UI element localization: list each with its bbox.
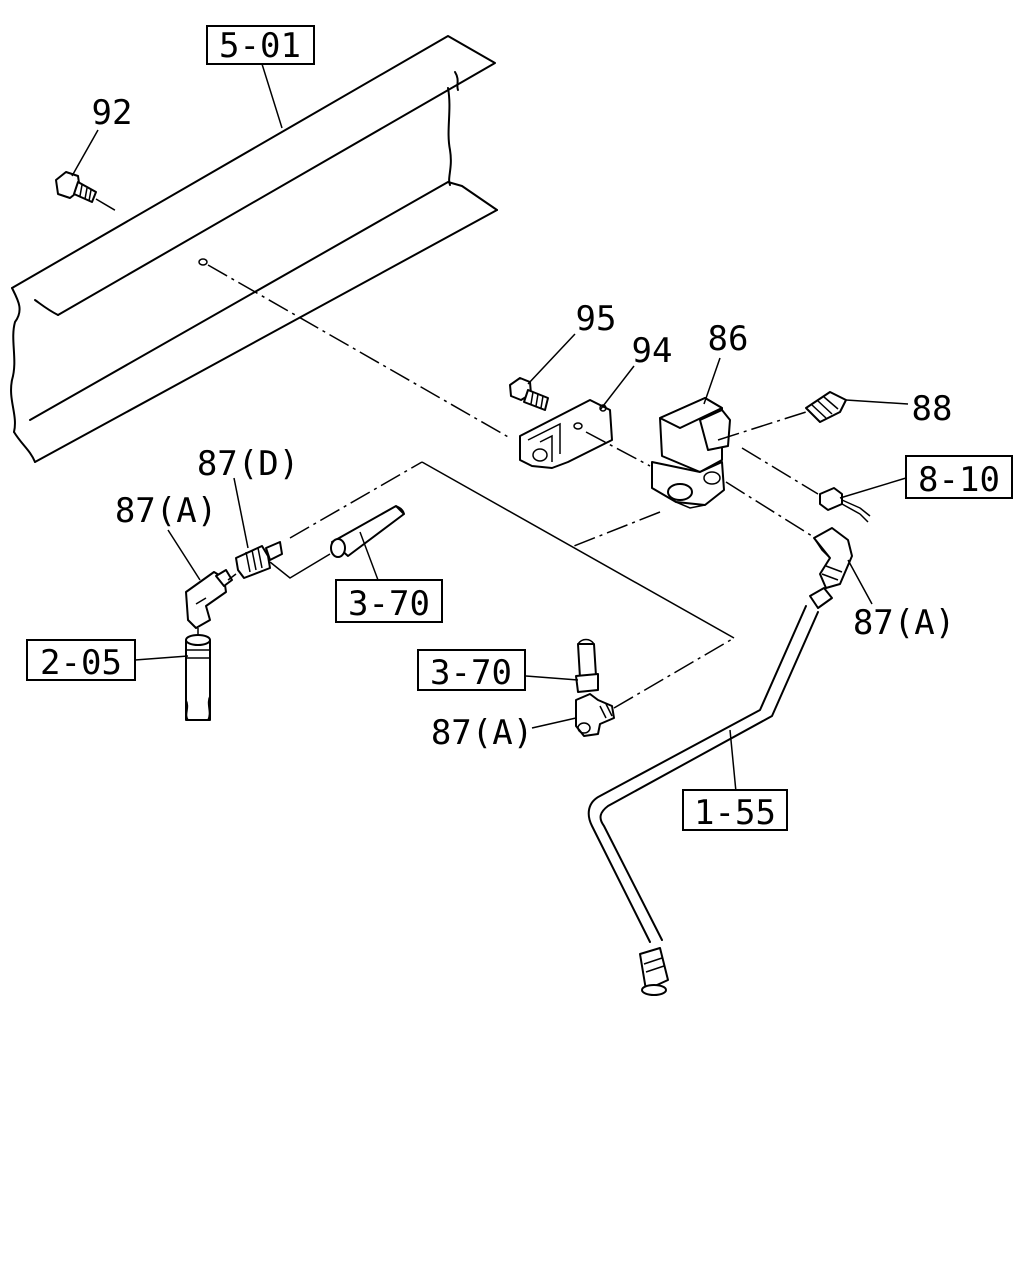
- ref-1-55-label: 1-55: [694, 793, 776, 833]
- pipe-stub-lower: [575, 638, 599, 693]
- bolt-92: [55, 171, 119, 213]
- ref-8-10-label: 8-10: [918, 460, 1000, 500]
- ref-5-01-label: 5-01: [219, 26, 301, 66]
- frame-rail: [10, 35, 498, 463]
- callout-87d: 87(D): [197, 444, 299, 484]
- hose-2-05: [185, 634, 211, 721]
- callout-86: 86: [708, 319, 749, 359]
- ref-3-70-lower-label: 3-70: [430, 653, 512, 693]
- ref-3-70-upper-label: 3-70: [348, 584, 430, 624]
- callout-87a-left: 87(A): [115, 491, 217, 531]
- callout-95: 95: [576, 299, 617, 339]
- callout-87a-lower: 87(A): [431, 713, 533, 753]
- ref-2-05-label: 2-05: [40, 643, 122, 683]
- harness-connector: [819, 487, 871, 523]
- cap-88: [805, 391, 847, 423]
- elbow-lower: [575, 693, 615, 737]
- ref-2-05[interactable]: 2-05: [26, 639, 136, 683]
- pipe-stub-upper: [330, 505, 405, 558]
- callout-88: 88: [912, 389, 953, 429]
- ref-8-10[interactable]: 8-10: [905, 455, 1013, 500]
- frame-hole: [198, 258, 208, 266]
- ref-3-70-upper[interactable]: 3-70: [335, 579, 443, 624]
- callout-94: 94: [632, 331, 673, 371]
- callout-92: 92: [92, 93, 133, 133]
- bolt-95: [509, 377, 549, 411]
- pipe-1-55: [587, 587, 833, 996]
- bracket-94: [519, 399, 613, 469]
- center-lines: [197, 264, 819, 709]
- elbow-right: [813, 527, 853, 589]
- ref-3-70-lower[interactable]: 3-70: [417, 649, 526, 693]
- ref-1-55[interactable]: 1-55: [682, 789, 788, 833]
- valve-86: [651, 397, 731, 509]
- leader-lines: [71, 63, 909, 793]
- elbow-left: [185, 569, 233, 629]
- connector-87d: [235, 541, 283, 579]
- ref-5-01[interactable]: 5-01: [206, 25, 315, 66]
- callout-87a-right: 87(A): [853, 603, 955, 643]
